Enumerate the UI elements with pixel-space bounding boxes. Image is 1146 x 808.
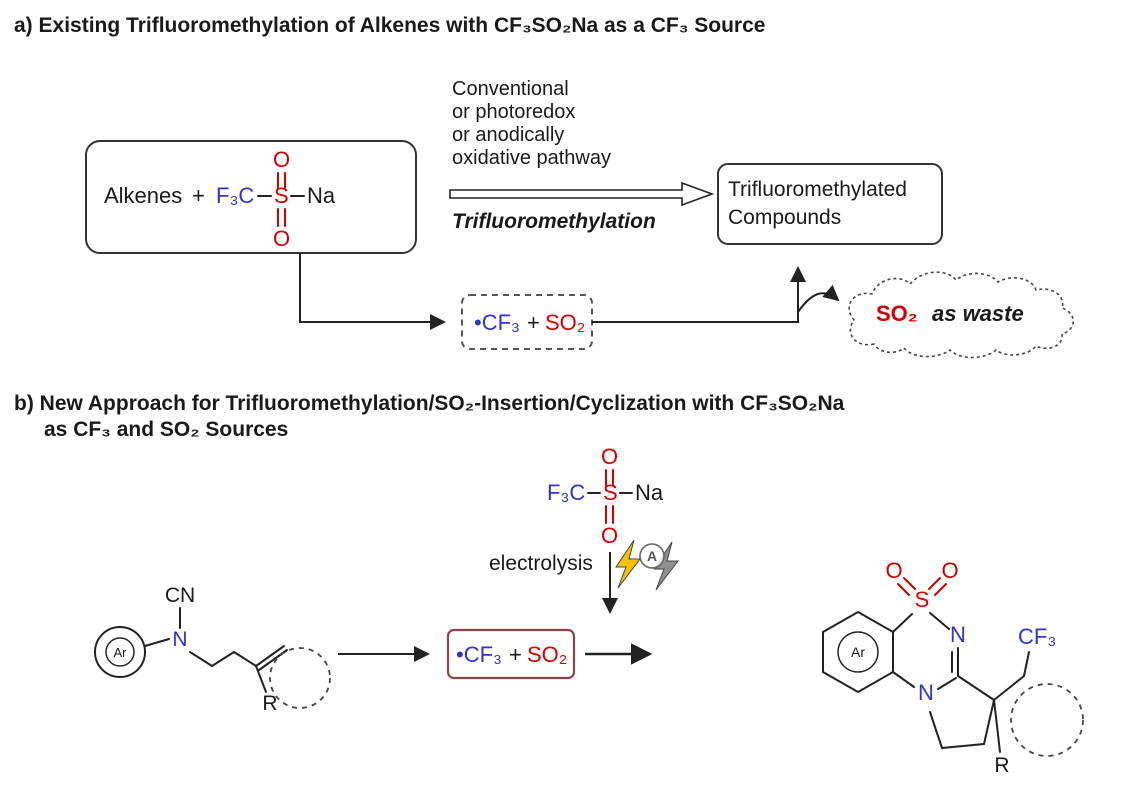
waste-cloud: SO₂ as waste xyxy=(848,271,1075,359)
gray-bolt-icon xyxy=(653,541,680,591)
product-box-outline xyxy=(717,163,943,245)
trifluoromethylation-arrow-label: Trifluoromethylation xyxy=(452,210,656,233)
aryl-label: Ar xyxy=(851,644,865,660)
substrate-structure: Ar N CN R xyxy=(94,584,331,715)
cf3-group-label: CF₃ xyxy=(1018,624,1056,649)
yellow-bolt-icon xyxy=(615,539,642,589)
electrolysis-label: electrolysis xyxy=(489,552,593,575)
f3c-group-label: F₃C xyxy=(547,480,585,505)
oxygen-atom-right: O xyxy=(941,558,958,583)
so2-label: SO₂ xyxy=(545,310,585,335)
nitrogen-atom: N xyxy=(172,628,187,651)
ring-nitrogen-atom: N xyxy=(918,680,934,705)
section-b-heading-line1: b) New Approach for Trifluoromethylation… xyxy=(14,392,845,415)
radical-box-a: •CF₃ + SO₂ xyxy=(461,294,593,350)
cf3-radical-label: •CF₃ xyxy=(456,642,502,667)
product-box: Trifluoromethylated Compounds xyxy=(717,163,943,245)
section-a: a) Existing Trifluoromethylation of Alke… xyxy=(14,14,1075,359)
pathway-line-1: Conventional xyxy=(452,78,569,100)
alkenes-label: Alkenes xyxy=(104,183,182,208)
oxygen-atom-bottom: O xyxy=(273,226,290,251)
so2-waste-branch-arrow xyxy=(797,284,840,313)
product-line-1: Trifluoromethylated xyxy=(728,178,907,201)
so2-waste-label: SO₂ xyxy=(876,301,918,326)
pathway-conditions-label: Conventional or photoredox or anodically… xyxy=(452,78,611,169)
so2-label: SO₂ xyxy=(527,642,567,667)
section-a-heading: a) Existing Trifluoromethylation of Alke… xyxy=(14,14,765,37)
reactant-box: Alkenes + F₃C S O O Na xyxy=(85,140,417,254)
aryl-ring-inner-circle xyxy=(105,637,135,667)
plus-sign: + xyxy=(509,642,522,667)
pathway-line-4: oxidative pathway xyxy=(452,147,611,169)
sulfur-atom: S xyxy=(274,183,289,208)
section-b-heading-line2: as CF₃ and SO₂ Sources xyxy=(44,418,288,441)
product-line-2: Compounds xyxy=(728,206,841,229)
product-structure: Ar S O O xyxy=(822,558,1084,777)
substrate-bonds xyxy=(144,607,288,693)
section-b: b) New Approach for Trifluoromethylation… xyxy=(14,392,1084,777)
radical-box-b-outline xyxy=(446,628,576,680)
cyano-group-label: CN xyxy=(165,584,195,607)
r-group-label: R xyxy=(262,692,277,715)
electrode-circle-icon xyxy=(639,543,665,569)
product-bonds xyxy=(892,577,1030,753)
cf3so2na-bonds xyxy=(257,172,305,227)
oxygen-atom-top: O xyxy=(273,147,290,172)
radical-box-b: •CF₃ + SO₂ xyxy=(446,628,576,680)
as-waste-label: as waste xyxy=(932,301,1024,326)
electricity-icons: A xyxy=(615,539,680,591)
reagent-bonds xyxy=(587,469,633,524)
aryl-label: Ar xyxy=(114,645,128,660)
reactant-to-radicals-arrow xyxy=(299,253,446,330)
imine-nitrogen-atom: N xyxy=(950,622,966,647)
electrode-a-label: A xyxy=(647,548,657,564)
r-group-label: R xyxy=(994,754,1009,777)
radicals-to-product-arrow xyxy=(592,266,806,323)
sulfur-atom: S xyxy=(915,587,930,612)
optional-ring-dashed-circle xyxy=(269,647,331,709)
plus-sign: + xyxy=(192,183,205,208)
aryl-ring-inner-circle xyxy=(837,631,879,673)
sodium-label: Na xyxy=(307,183,336,208)
optional-ring-dashed-circle xyxy=(1010,683,1084,757)
sodium-label: Na xyxy=(635,480,664,505)
open-reaction-arrow xyxy=(449,181,715,207)
sulfur-atom: S xyxy=(603,480,618,505)
oxygen-atom-bottom: O xyxy=(601,523,618,548)
pathway-line-2: or photoredox xyxy=(452,101,575,123)
cloud-outline xyxy=(848,271,1075,359)
f3c-group-label: F₃C xyxy=(216,183,254,208)
reagent-structure: F₃C S O O Na xyxy=(547,444,664,548)
aryl-ring-outline xyxy=(94,626,146,678)
reactant-box-outline xyxy=(85,140,417,254)
oxygen-atom-left: O xyxy=(885,558,902,583)
oxygen-atom-top: O xyxy=(601,444,618,469)
pathway-line-3: or anodically xyxy=(452,124,564,146)
cf3-radical-label: •CF₃ xyxy=(474,310,520,335)
plus-sign: + xyxy=(527,310,540,335)
